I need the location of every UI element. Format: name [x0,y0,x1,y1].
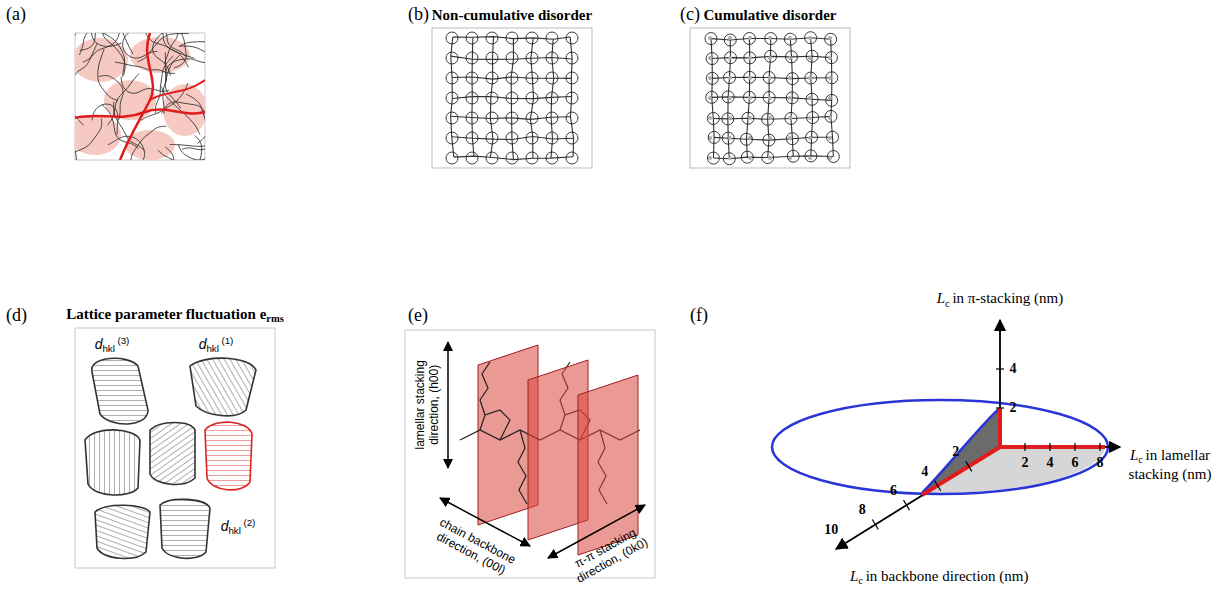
figure-label: 6 [1072,455,1079,471]
subscript: hkl [206,343,219,354]
figure-label: 4 [921,464,928,480]
figure-label: Lcin lamellar stacking (nm) [1117,447,1223,483]
lattice-noncumulative [446,32,578,164]
label-text: lamellar stacking direction, (h00) [413,360,441,449]
label-text: L [850,568,858,584]
label-text: 8 [859,502,866,517]
figure-label: Lattice parameter fluctuation erms [66,306,284,325]
label-text: in π-stacking (nm) [952,290,1063,306]
figure-label: dhkl(2) [221,517,256,536]
figure-label: (f) [690,305,708,326]
subscript: c [945,298,950,309]
subscript: c [1138,454,1143,465]
label-text: L [937,290,945,306]
morphology-sketch [33,0,234,207]
figure-label: dhkl(1) [199,335,234,354]
label-text: (e) [408,305,428,325]
label-text: d [221,518,229,534]
figure-label: 4 [1047,455,1054,471]
label-text: 4 [1010,361,1017,376]
label-text: d [95,336,103,352]
figure-label: 4 [1010,361,1017,377]
label-text: 4 [921,464,928,479]
label-text: 10 [824,522,838,537]
figure-label: dhkl(3) [95,335,130,354]
crystallite-sketch [75,328,275,568]
subscript: hkl [102,343,115,354]
label-text: 6 [1072,455,1079,470]
figure-label: 2 [952,444,959,460]
label-text: Non-cumulative disorder [432,7,592,23]
subscript: c [858,575,863,586]
label-text: (f) [690,305,708,325]
lattice-frame [690,28,850,168]
figure-label: Cumulative disorder [704,7,837,24]
figure-label: 8 [859,502,866,518]
label-text: Lattice parameter fluctuation e [66,306,266,322]
label-text: (b) [408,4,429,24]
figure-label: (c) [680,4,700,25]
label-text: 8 [1097,455,1104,470]
figure-label: (d) [6,305,27,326]
label-text: L [1130,447,1138,463]
figure-label: lamellar stacking direction, (h00) [414,341,442,469]
label-text: (d) [6,305,27,325]
label-text: 2 [952,444,959,459]
subscript: hkl [228,525,241,536]
figure-label: Lcin π-stacking (nm) [937,290,1064,309]
label-text: (a) [6,4,26,24]
superscript: (1) [221,335,233,346]
figure-label: 10 [824,522,838,538]
subscript: rms [266,314,284,325]
label-text: in backbone direction (nm) [866,568,1029,584]
label-text: 4 [1047,455,1054,470]
figure-label: Lcin backbone direction (nm) [850,568,1029,587]
lattice-frame [432,28,592,168]
figure-label: (e) [408,305,428,326]
figure-label: Non-cumulative disorder [432,7,592,24]
label-text: Cumulative disorder [704,7,837,23]
label-text: 2 [1010,400,1017,415]
figure-label: 6 [890,483,897,499]
superscript: (2) [243,517,255,528]
label-text: 6 [890,483,897,498]
figure-label: 2 [1010,400,1017,416]
label-text: 2 [1022,455,1029,470]
label-text: d [199,336,207,352]
figure-label: 2 [1022,455,1029,471]
figure-label: (b) [408,4,429,25]
ellipsoid-plot [772,320,1120,549]
lattice-cumulative [705,32,839,165]
label-text: (c) [680,4,700,24]
figure-label: 8 [1097,455,1104,471]
superscript: (3) [117,335,129,346]
figure-label: (a) [6,4,26,25]
